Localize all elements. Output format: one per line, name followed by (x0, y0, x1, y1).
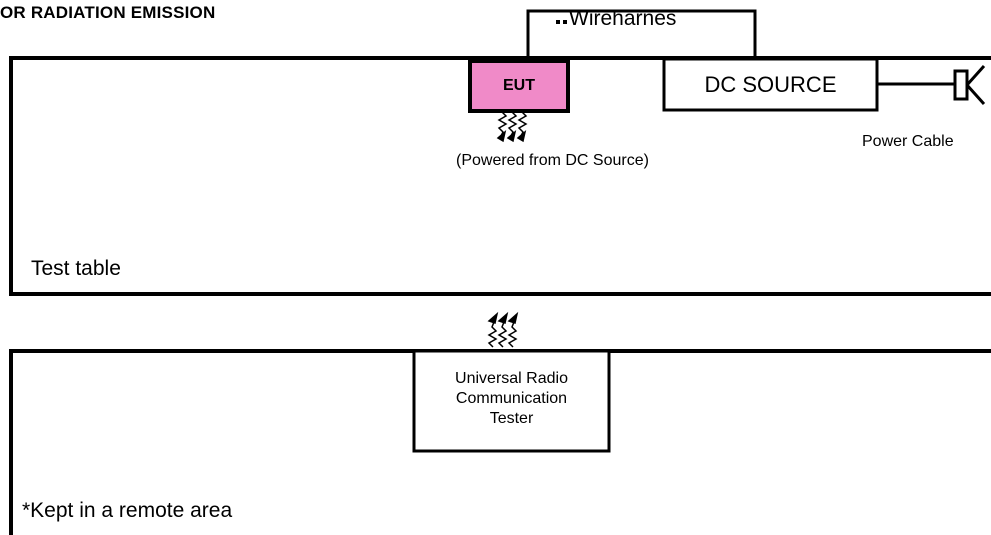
remote-area-label: *Kept in a remote area (22, 499, 233, 522)
test-table-label: Test table (31, 257, 121, 280)
diagram-title: OR RADIATION EMISSION (0, 3, 216, 22)
eut-box (468, 59, 570, 113)
wireharness-label: Wireharnes (569, 7, 676, 31)
dc-source-label: DC SOURCE (704, 72, 837, 97)
tester-line-2: Communication (455, 390, 568, 407)
eut-label: EUT (503, 77, 535, 94)
tester-label: Universal Radio Communication Tester (414, 369, 609, 429)
remote-area-outline (9, 349, 991, 535)
tester-box (412, 349, 611, 453)
tester-line-3: Tester (489, 410, 534, 427)
test-table-outline (9, 56, 991, 296)
powered-note: (Powered from DC Source) (456, 152, 649, 169)
harness-bullet-2 (563, 20, 567, 24)
tester-radiation-arrows-icon (487, 311, 519, 348)
plug-icon (953, 64, 986, 106)
tester-line-1: Universal Radio (455, 370, 568, 387)
harness-bullet-1 (556, 20, 560, 24)
wireharness-text: Wireharnes (569, 7, 677, 30)
eut-radiation-arrows-icon (496, 111, 528, 143)
power-cable-label: Power Cable (862, 133, 954, 150)
wireharness-loop (526, 9, 757, 58)
